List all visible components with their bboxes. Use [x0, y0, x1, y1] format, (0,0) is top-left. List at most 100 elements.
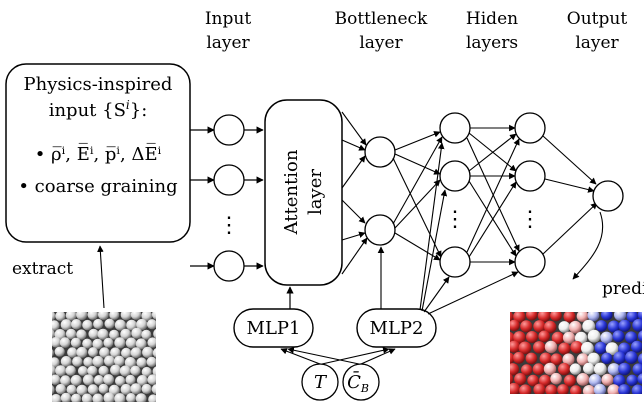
particle	[87, 384, 99, 395]
particle	[130, 383, 142, 395]
particle	[510, 382, 521, 394]
particle	[563, 312, 576, 323]
particle	[114, 355, 125, 367]
particle	[103, 374, 114, 385]
particle	[607, 320, 621, 333]
particle	[626, 312, 639, 323]
hidden2-ellipsis: ⋮	[519, 207, 541, 232]
particle	[576, 353, 589, 366]
particle	[88, 347, 98, 358]
particle	[601, 373, 614, 386]
particle	[514, 373, 527, 386]
particle	[526, 331, 538, 343]
particle	[114, 393, 126, 402]
particle	[587, 352, 600, 365]
particle	[52, 374, 61, 385]
particle	[141, 366, 152, 377]
physics-box-bullet2: • coarse graining	[18, 176, 177, 197]
particle	[131, 327, 143, 339]
particle	[59, 337, 71, 348]
particle	[612, 330, 625, 343]
particle	[55, 312, 66, 322]
input-ellipsis: ⋮	[218, 213, 240, 238]
particle	[544, 340, 558, 354]
particle	[103, 337, 114, 348]
particle	[88, 328, 99, 340]
particle	[76, 384, 88, 396]
particle	[110, 364, 121, 376]
particle	[71, 319, 82, 330]
particle	[632, 363, 642, 376]
particle	[66, 384, 77, 395]
particle	[130, 312, 142, 320]
bottleneck-layer-title-1: Bottleneck	[335, 9, 428, 29]
mlp2-to-layers-arrows	[377, 142, 519, 315]
particle	[550, 312, 562, 322]
particle	[54, 346, 65, 357]
particle	[99, 347, 110, 358]
input-neuron-1	[213, 114, 245, 146]
hidden1-neuron-1	[439, 112, 471, 144]
input-neuron-3	[213, 250, 245, 282]
physics-box-line1: Physics-inspired	[24, 74, 173, 95]
particle	[637, 353, 642, 366]
particle	[637, 312, 642, 321]
hidden-layers-title-2: layers	[466, 33, 518, 53]
particle	[52, 365, 56, 376]
particle	[108, 384, 120, 396]
particle	[67, 347, 78, 358]
particle	[119, 365, 131, 377]
particle	[576, 373, 590, 386]
particle	[607, 384, 620, 394]
particle	[52, 357, 60, 368]
particle	[147, 374, 156, 385]
particle	[125, 337, 137, 349]
particle	[638, 330, 642, 342]
mlp1-label: MLP1	[247, 318, 301, 339]
particle	[526, 312, 538, 321]
particle	[519, 384, 532, 394]
particle	[594, 341, 607, 355]
particle	[151, 384, 156, 395]
hidden1-to-hidden2-arrows	[466, 124, 520, 266]
predict-label: predict	[602, 279, 644, 299]
particle	[570, 385, 582, 394]
particle	[539, 374, 551, 387]
particle	[76, 329, 87, 340]
particle	[601, 312, 613, 321]
particle	[114, 337, 126, 349]
attention-label-2: layer	[305, 169, 326, 215]
particle	[52, 349, 54, 357]
particle	[558, 362, 571, 376]
particle	[82, 374, 94, 386]
particle	[104, 318, 115, 329]
particle	[70, 374, 82, 386]
particle	[87, 312, 99, 320]
particle	[613, 374, 626, 387]
particle	[65, 328, 77, 340]
particle	[600, 331, 613, 344]
output-neuron	[592, 180, 624, 212]
particle	[71, 393, 82, 402]
hidden1-ellipsis: ⋮	[444, 207, 466, 232]
attention-layer-box	[264, 99, 343, 286]
particle	[104, 355, 115, 367]
particle	[126, 393, 136, 402]
particle	[76, 312, 88, 321]
particle	[120, 383, 132, 395]
particle	[110, 347, 121, 358]
particle	[532, 363, 545, 376]
particle	[581, 341, 594, 355]
particle	[538, 330, 550, 343]
bottleneck-neuron-1	[364, 136, 396, 168]
particle	[136, 375, 148, 386]
particle	[52, 329, 55, 339]
particle	[142, 346, 154, 358]
particle	[582, 319, 596, 333]
particle	[618, 319, 631, 332]
particle	[510, 340, 521, 353]
particle	[513, 312, 526, 323]
particle	[92, 355, 104, 368]
particle	[570, 340, 583, 354]
